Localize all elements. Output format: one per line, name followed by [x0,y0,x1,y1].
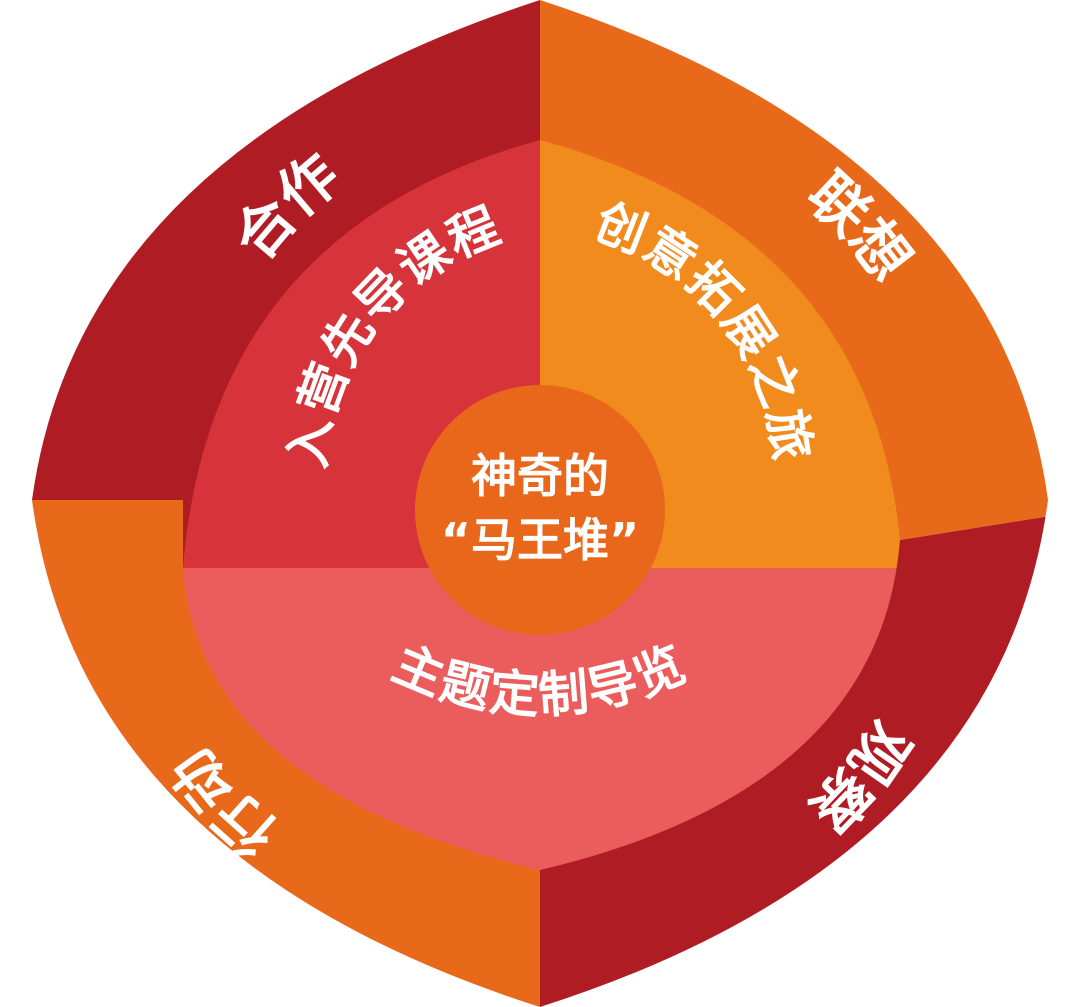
center-title-line2: “马王堆” [441,513,639,567]
center-title-line1: 神奇的 [471,449,609,503]
center-circle [415,385,665,635]
